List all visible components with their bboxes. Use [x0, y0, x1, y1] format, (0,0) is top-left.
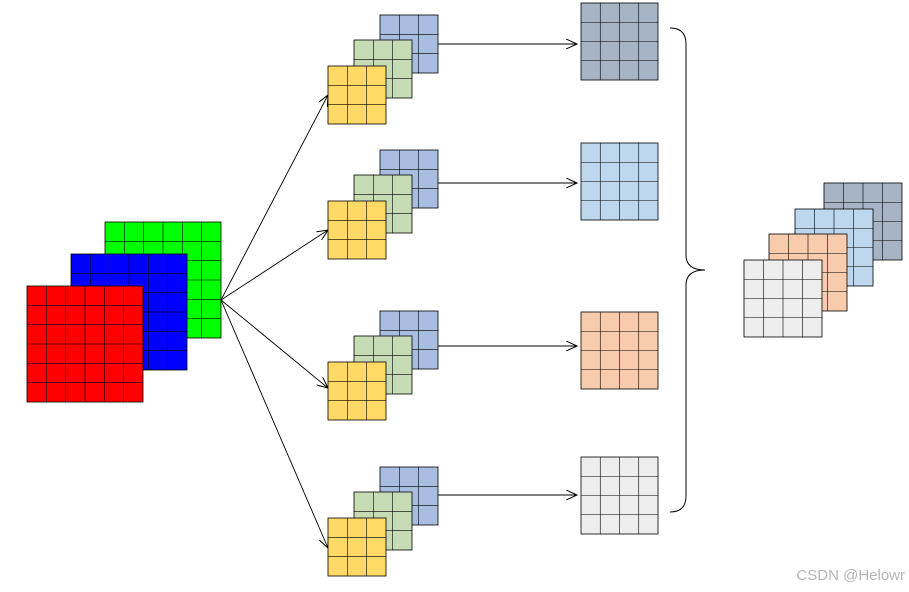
output-map-2 — [580, 142, 659, 221]
output-map-1 — [580, 2, 659, 81]
stacked-output-tensor — [743, 182, 903, 338]
arrow-input-to-kernel-4 — [220, 299, 328, 548]
input-channel-red — [26, 285, 144, 403]
concat-brace — [669, 27, 706, 513]
curly-brace — [669, 27, 706, 513]
kernel-group-2 — [327, 149, 439, 260]
arrow-input-to-kernel-1 — [220, 95, 328, 301]
arrow-input-to-kernel-3 — [220, 299, 328, 388]
input-tensor — [26, 221, 222, 403]
output-map-3 — [580, 311, 659, 390]
kernel-group-3 — [327, 310, 439, 421]
stacked-layer-4 — [743, 259, 823, 338]
kernel-channel-front — [327, 65, 387, 125]
kernel-channel-front — [327, 361, 387, 421]
arrows — [220, 44, 577, 548]
arrow-input-to-kernel-2 — [220, 230, 328, 301]
kernel-channel-front — [327, 200, 387, 260]
kernel-group-1 — [327, 14, 439, 125]
kernel-groups — [327, 14, 439, 577]
output-feature-maps — [580, 2, 659, 535]
kernel-group-4 — [327, 466, 439, 577]
output-map-4 — [580, 456, 659, 535]
watermark: CSDN @Helowr — [796, 567, 905, 584]
kernel-channel-front — [327, 517, 387, 577]
